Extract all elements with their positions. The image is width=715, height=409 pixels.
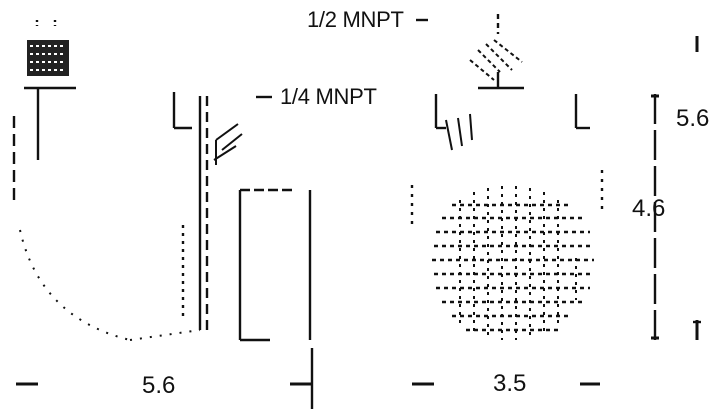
gauge-face-pattern	[432, 203, 594, 332]
height-dimensions	[651, 36, 701, 340]
hex-fitting-left	[27, 20, 69, 76]
callout-half-mnpt: 1/2 MNPT	[307, 7, 404, 32]
dimension-left-width: 5.6	[142, 372, 176, 399]
dimension-inner-height: 4.6	[632, 195, 666, 222]
body-curve-left	[19, 229, 131, 341]
dimension-overall-height: 5.6	[676, 105, 710, 132]
side-view	[12, 20, 314, 409]
gauge-face-vertical	[459, 186, 577, 340]
dimension-right-width: 3.5	[493, 370, 527, 397]
top-fitting	[469, 14, 524, 90]
side-fitting	[213, 123, 243, 165]
front-view	[410, 14, 604, 386]
callout-quarter-mnpt: 1/4 MNPT	[280, 84, 377, 109]
mounting-bracket	[238, 188, 314, 409]
